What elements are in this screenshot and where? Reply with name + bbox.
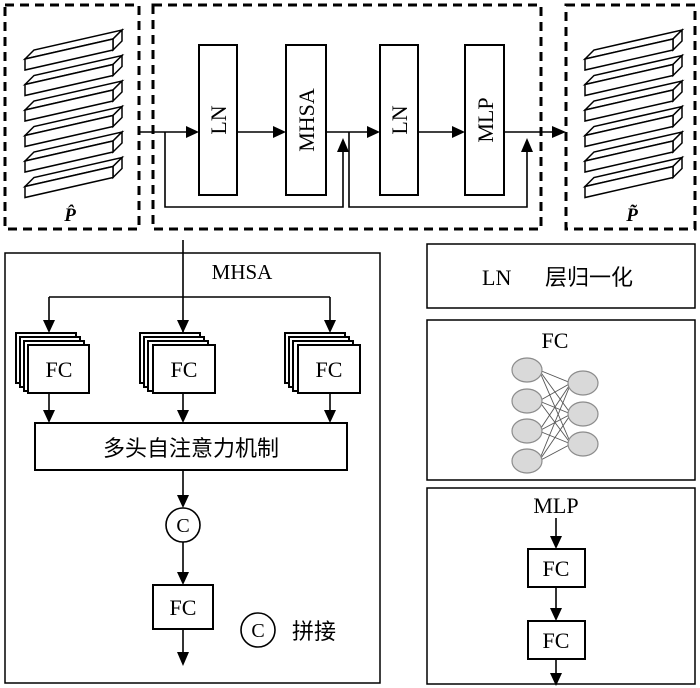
mlp-fc-2-label: FC (543, 628, 570, 653)
concat-node-label: C (176, 515, 189, 537)
network-node (511, 418, 543, 444)
token-slab-front (584, 165, 674, 199)
mlp-legend-title: MLP (533, 493, 578, 518)
concat-legend-symbol (240, 612, 276, 648)
network-node (511, 388, 543, 414)
fc-stack-3: FC (284, 332, 361, 394)
token-slab-front (584, 89, 674, 122)
fc-2-to-attention-arrowhead (177, 410, 189, 423)
ln-legend-panel (426, 243, 696, 309)
network-node (567, 370, 599, 396)
mhsa-block (285, 44, 327, 196)
residual-connection-1 (164, 132, 344, 208)
token-slab-front (24, 38, 114, 71)
mlp-block-label: MLP (473, 97, 498, 142)
network-node (511, 448, 543, 474)
mlp-to-output-arrowhead (552, 126, 566, 138)
multi-head-attention-box (34, 422, 348, 471)
output-token-label: P̃ (625, 205, 638, 226)
token-slab-front (24, 114, 114, 148)
token-slab-front (24, 89, 114, 122)
network-edge (538, 382, 572, 432)
fully-connected-network-icon (511, 357, 599, 474)
input-to-ln-arrowhead (186, 126, 199, 138)
fc-2-label: FC (171, 357, 198, 382)
ln-block-2 (379, 44, 419, 196)
ln-block-1-label: LN (206, 105, 231, 134)
input-token-stack (22, 28, 125, 199)
mhsa-output-arrowhead (177, 652, 189, 666)
network-node (567, 431, 599, 457)
mlp-fc-link-arrowhead (550, 608, 562, 621)
token-slab-front (584, 63, 674, 97)
split-to-fc-3-arrowhead (324, 320, 336, 333)
attention-to-concat-arrowhead (177, 495, 189, 508)
mlp-legend-panel (426, 487, 696, 685)
mlp-block (464, 44, 505, 196)
network-edge (538, 382, 572, 402)
concat-to-fc-arrowhead (177, 572, 189, 585)
mlp-output-arrowhead (550, 673, 562, 686)
mlp-fc-2-box (527, 620, 586, 660)
network-node (567, 401, 599, 427)
network-edge (538, 443, 572, 462)
multi-head-attention-label: 多头自注意力机制 (103, 436, 279, 461)
token-slab-front (584, 140, 674, 173)
concat-legend-text: 拼接 (292, 619, 336, 644)
token-slab-front (24, 63, 114, 97)
ln-block-1 (198, 44, 238, 196)
residual-1-arrowhead (337, 138, 349, 152)
input-token-region (3, 3, 141, 231)
fc-1-label: FC (46, 357, 73, 382)
mlp-fc-1-label: FC (543, 556, 570, 581)
token-slab-front (584, 114, 674, 148)
ln-to-mlp-arrowhead (452, 126, 465, 138)
ln-legend-desc: 层归一化 (545, 265, 633, 290)
encoder-block-region (151, 3, 543, 231)
mhsa-block-label: MHSA (294, 88, 319, 152)
concat-legend-symbol-label: C (251, 620, 264, 642)
mhsa-panel-title: MHSA (212, 260, 274, 284)
network-edge (538, 413, 572, 462)
fc-stack-1: FC (15, 332, 90, 394)
fc-3-label: FC (316, 357, 343, 382)
output-token-stack (582, 28, 685, 199)
token-slab-front (24, 140, 114, 173)
output-token-region (564, 3, 697, 231)
mhsa-to-ln-arrowhead (367, 126, 380, 138)
mlp-input-arrowhead (550, 536, 562, 549)
mhsa-detail-panel (4, 252, 381, 684)
residual-connection-2 (348, 132, 528, 208)
ln-legend-abbr: LN (482, 265, 511, 290)
network-edge (538, 382, 572, 462)
ln-block-2-label: LN (387, 105, 412, 134)
fc-3-to-attention-arrowhead (324, 410, 336, 423)
fc-legend-title: FC (542, 328, 569, 353)
fc-legend-panel (426, 319, 696, 481)
token-slab-front (584, 38, 674, 71)
token-slab-front (24, 165, 114, 199)
network-edge (538, 369, 572, 384)
ln-to-mhsa-arrowhead (273, 126, 286, 138)
final-fc-label: FC (170, 595, 197, 620)
residual-2-arrowhead (521, 138, 533, 152)
fc-1-to-attention-arrowhead (43, 410, 55, 423)
split-to-fc-2-arrowhead (177, 320, 189, 333)
split-to-fc-1-arrowhead (43, 320, 55, 333)
network-node (511, 357, 543, 383)
fc-stack-2: FC (139, 332, 216, 394)
input-token-label: P̂ (63, 205, 76, 226)
